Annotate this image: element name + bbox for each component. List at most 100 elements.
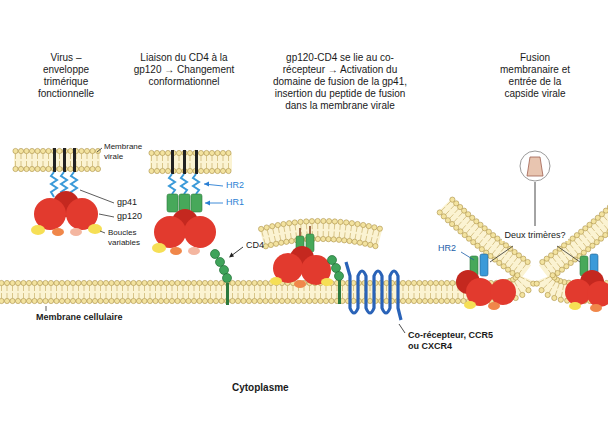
lipid-head — [336, 237, 341, 242]
lipid-tail — [419, 293, 420, 299]
lipid-tail — [458, 222, 462, 226]
lipid-tail — [18, 293, 19, 299]
lipid-head — [331, 237, 336, 242]
lipid-head — [263, 280, 268, 285]
lipid-tail — [18, 286, 19, 292]
lipid-tail — [553, 257, 556, 261]
lipid-tail — [201, 163, 202, 169]
lipid-tail — [436, 286, 437, 292]
lipid-head — [26, 280, 31, 285]
variable-loop — [70, 228, 82, 236]
lipid-tail — [161, 293, 162, 299]
lipid-head — [338, 219, 343, 224]
lipid-tail — [353, 286, 354, 292]
lipid-tail — [447, 293, 448, 299]
lipid-bilayer — [0, 273, 536, 304]
leader-line — [557, 246, 580, 262]
lipid-head — [357, 240, 362, 245]
lipid-tail — [15, 154, 16, 160]
lipid-tail — [376, 238, 377, 243]
lipid-tail — [348, 286, 349, 292]
lipid-tail — [243, 286, 244, 292]
lipid-tail — [488, 246, 491, 250]
hr1-helix — [167, 194, 178, 212]
lipid-tail — [501, 247, 504, 251]
lipid-tail — [12, 286, 13, 292]
lipid-tail — [70, 154, 71, 160]
lipid-tail — [269, 237, 270, 242]
lipid-head — [165, 150, 170, 155]
lipid-tail — [578, 237, 581, 241]
lipid-head — [433, 298, 438, 303]
lipid-tail — [151, 163, 152, 169]
lipid-head — [15, 298, 20, 303]
lipid-tail — [549, 288, 552, 293]
lipid-tail — [206, 156, 207, 162]
lipid-tail — [201, 156, 202, 162]
lipid-tail — [249, 293, 250, 299]
lipid-head — [219, 280, 224, 285]
lipid-tail — [566, 257, 569, 261]
lipid-head — [437, 210, 442, 215]
lipid-head — [153, 298, 158, 303]
lipid-tail — [217, 163, 218, 169]
lipid-tail — [304, 293, 305, 299]
lipid-head — [326, 237, 331, 242]
lipid-head — [186, 280, 191, 285]
bilayer-core — [14, 152, 100, 169]
lipid-tail — [326, 286, 327, 292]
lipid-head — [351, 280, 356, 285]
lipid-tail — [430, 293, 431, 299]
leader-line — [535, 182, 536, 226]
leader-lines — [204, 182, 243, 258]
lipid-head — [209, 168, 214, 173]
lipid-tail — [34, 286, 35, 292]
lipid-tail — [367, 229, 368, 234]
lipid-tail — [276, 286, 277, 292]
lipid-tail — [205, 293, 206, 299]
lipid-head — [368, 242, 373, 247]
lipid-tail — [117, 293, 118, 299]
lipid-tail — [265, 293, 266, 299]
lipid-head — [136, 298, 141, 303]
lipid-tail — [497, 244, 500, 248]
variable-loop — [52, 228, 64, 236]
lipid-head — [120, 298, 125, 303]
lipid-head — [65, 280, 70, 285]
lipid-tail — [523, 285, 527, 289]
lipid-head — [411, 298, 416, 303]
lipid-head — [298, 219, 303, 224]
cd4-domain — [216, 258, 225, 267]
lipid-tail — [111, 293, 112, 299]
lipid-tail — [451, 205, 455, 209]
lipid-head — [164, 280, 169, 285]
lipid-head — [90, 148, 95, 153]
lipid-head — [594, 240, 599, 245]
lipid-head — [198, 150, 203, 155]
gp41 — [167, 150, 202, 212]
lipid-tail — [210, 293, 211, 299]
lipid-tail — [501, 257, 504, 261]
lipid-head — [220, 150, 225, 155]
lipid-tail — [370, 293, 371, 299]
variable-loop — [188, 247, 200, 255]
lipid-head — [59, 298, 64, 303]
lipid-tail — [265, 286, 266, 292]
lipid-tail — [408, 293, 409, 299]
lipid-head — [202, 298, 207, 303]
lipid-tail — [475, 236, 478, 240]
variable-loop — [321, 278, 333, 286]
lipid-tail — [179, 163, 180, 169]
lipid-tail — [539, 280, 544, 283]
lipid-head — [471, 240, 476, 245]
lipid-tail — [243, 293, 244, 299]
lipid-head — [545, 292, 550, 297]
lipid-tail — [172, 286, 173, 292]
lipid-tail — [282, 293, 283, 299]
lipid-head — [284, 239, 289, 244]
lipid-head — [304, 219, 309, 224]
lipid-tail — [326, 293, 327, 299]
lipid-tail — [29, 293, 30, 299]
lipid-tail — [287, 286, 288, 292]
